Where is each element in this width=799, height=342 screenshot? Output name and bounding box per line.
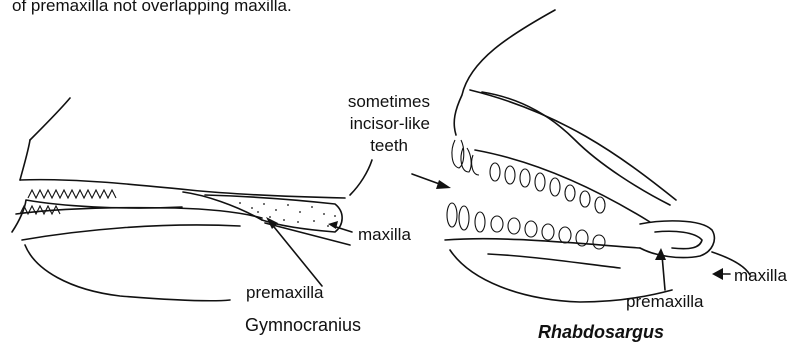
label-maxilla-left: maxilla xyxy=(358,225,411,245)
label-teeth-line2: incisor-like xyxy=(310,114,430,134)
label-premaxilla-right: premaxilla xyxy=(626,292,703,312)
label-maxilla-right: maxilla xyxy=(734,266,787,286)
caption-gymnocranius: Gymnocranius xyxy=(245,315,361,335)
label-premaxilla-left: premaxilla xyxy=(246,283,323,303)
label-teeth-line1: sometimes xyxy=(310,92,430,112)
premaxilla-arrow-right xyxy=(662,255,665,290)
rhabdosargus-drawing xyxy=(412,10,750,302)
head-line xyxy=(30,98,70,140)
label-teeth-line3: teeth xyxy=(310,136,408,156)
caption-rhabdosargus: Rhabdosargus xyxy=(538,322,664,342)
